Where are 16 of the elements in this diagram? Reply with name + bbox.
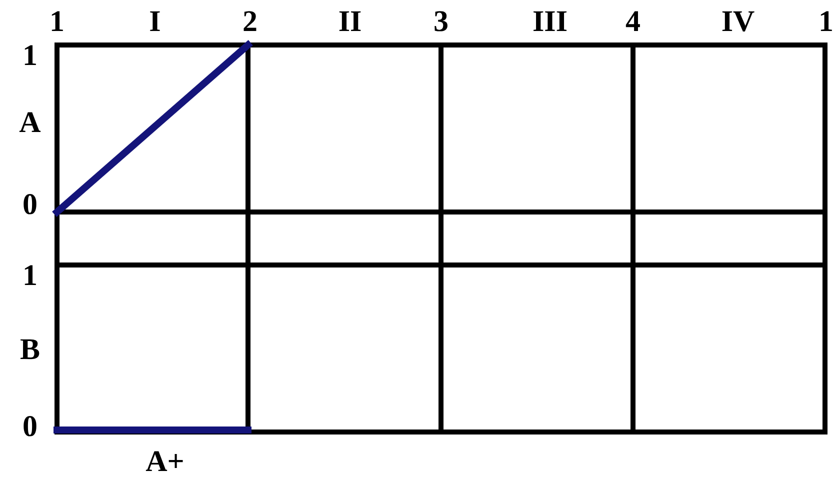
step-label: I bbox=[149, 7, 161, 37]
step-number: 1 bbox=[818, 7, 834, 37]
step-number: 4 bbox=[626, 7, 640, 37]
step-label: IV bbox=[721, 7, 755, 37]
step-label: III bbox=[532, 7, 568, 37]
signal-level: 0 bbox=[22, 412, 38, 442]
signal-level: 1 bbox=[22, 261, 38, 291]
cylinder-label: B bbox=[20, 335, 40, 365]
step-number: 2 bbox=[242, 7, 258, 37]
signal-level: 0 bbox=[22, 190, 38, 220]
step-label: II bbox=[338, 7, 362, 37]
cylinder-label: A bbox=[19, 108, 41, 138]
step-number: 1 bbox=[50, 7, 64, 37]
step-number: 3 bbox=[434, 7, 448, 37]
step-label: A+ bbox=[146, 447, 184, 477]
signal-level: 1 bbox=[22, 41, 38, 71]
